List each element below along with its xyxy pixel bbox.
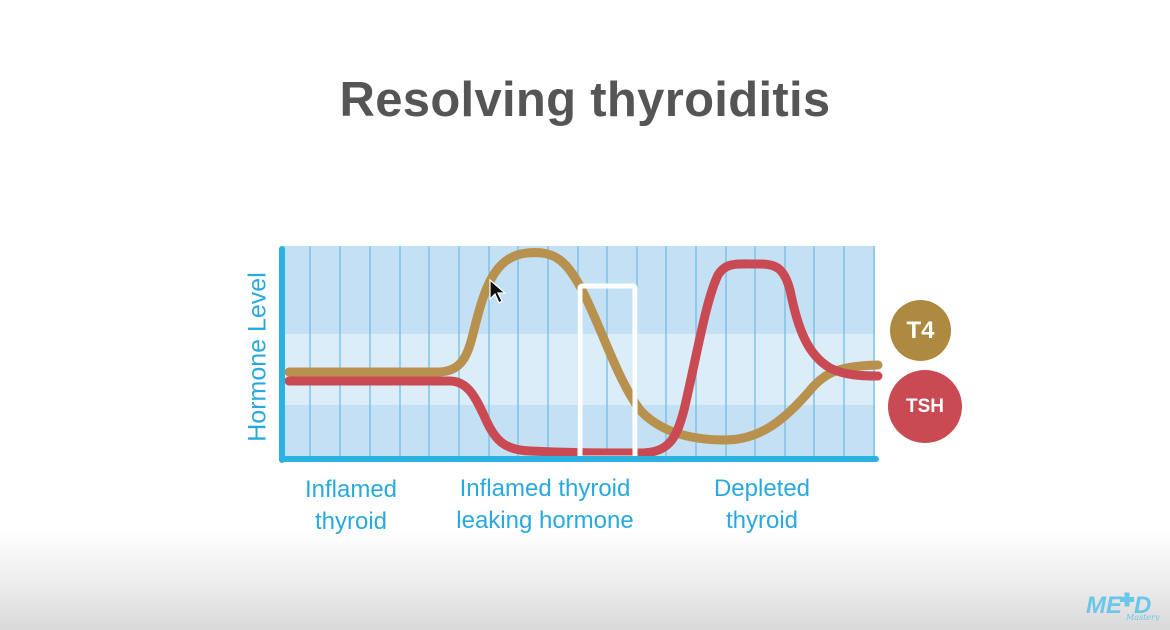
legend-t4-badge: T4 (890, 300, 951, 361)
y-axis-label: Hormone Level (243, 272, 272, 442)
phase-label-line1: Depleted (713, 475, 811, 502)
tsh-line (284, 259, 883, 458)
t4-line (284, 248, 883, 445)
mouse-cursor-icon (489, 279, 507, 304)
phase-label-line2: leaking hormone (456, 507, 634, 534)
phase-label-line1: Inflamed thyroid (459, 475, 631, 502)
legend-tsh-badge: TSH (888, 370, 962, 443)
svg-text:D: D (1134, 592, 1151, 619)
svg-text:ME: ME (1086, 592, 1123, 619)
phase-label-depleted: Depleted thyroid (700, 473, 824, 537)
phase-label-inflamed: Inflamed thyroid (296, 474, 406, 538)
svg-text:Mastery: Mastery (1125, 613, 1160, 621)
phase-label-line2: thyroid (314, 508, 388, 535)
med-mastery-logo: ME D Mastery (1086, 592, 1160, 621)
phase-label-line1: Inflamed (304, 476, 398, 503)
phase-label-line2: thyroid (725, 507, 799, 534)
phase-label-leaking: Inflamed thyroid leaking hormone (440, 473, 650, 537)
slide-title: Resolving thyroiditis (339, 73, 831, 127)
